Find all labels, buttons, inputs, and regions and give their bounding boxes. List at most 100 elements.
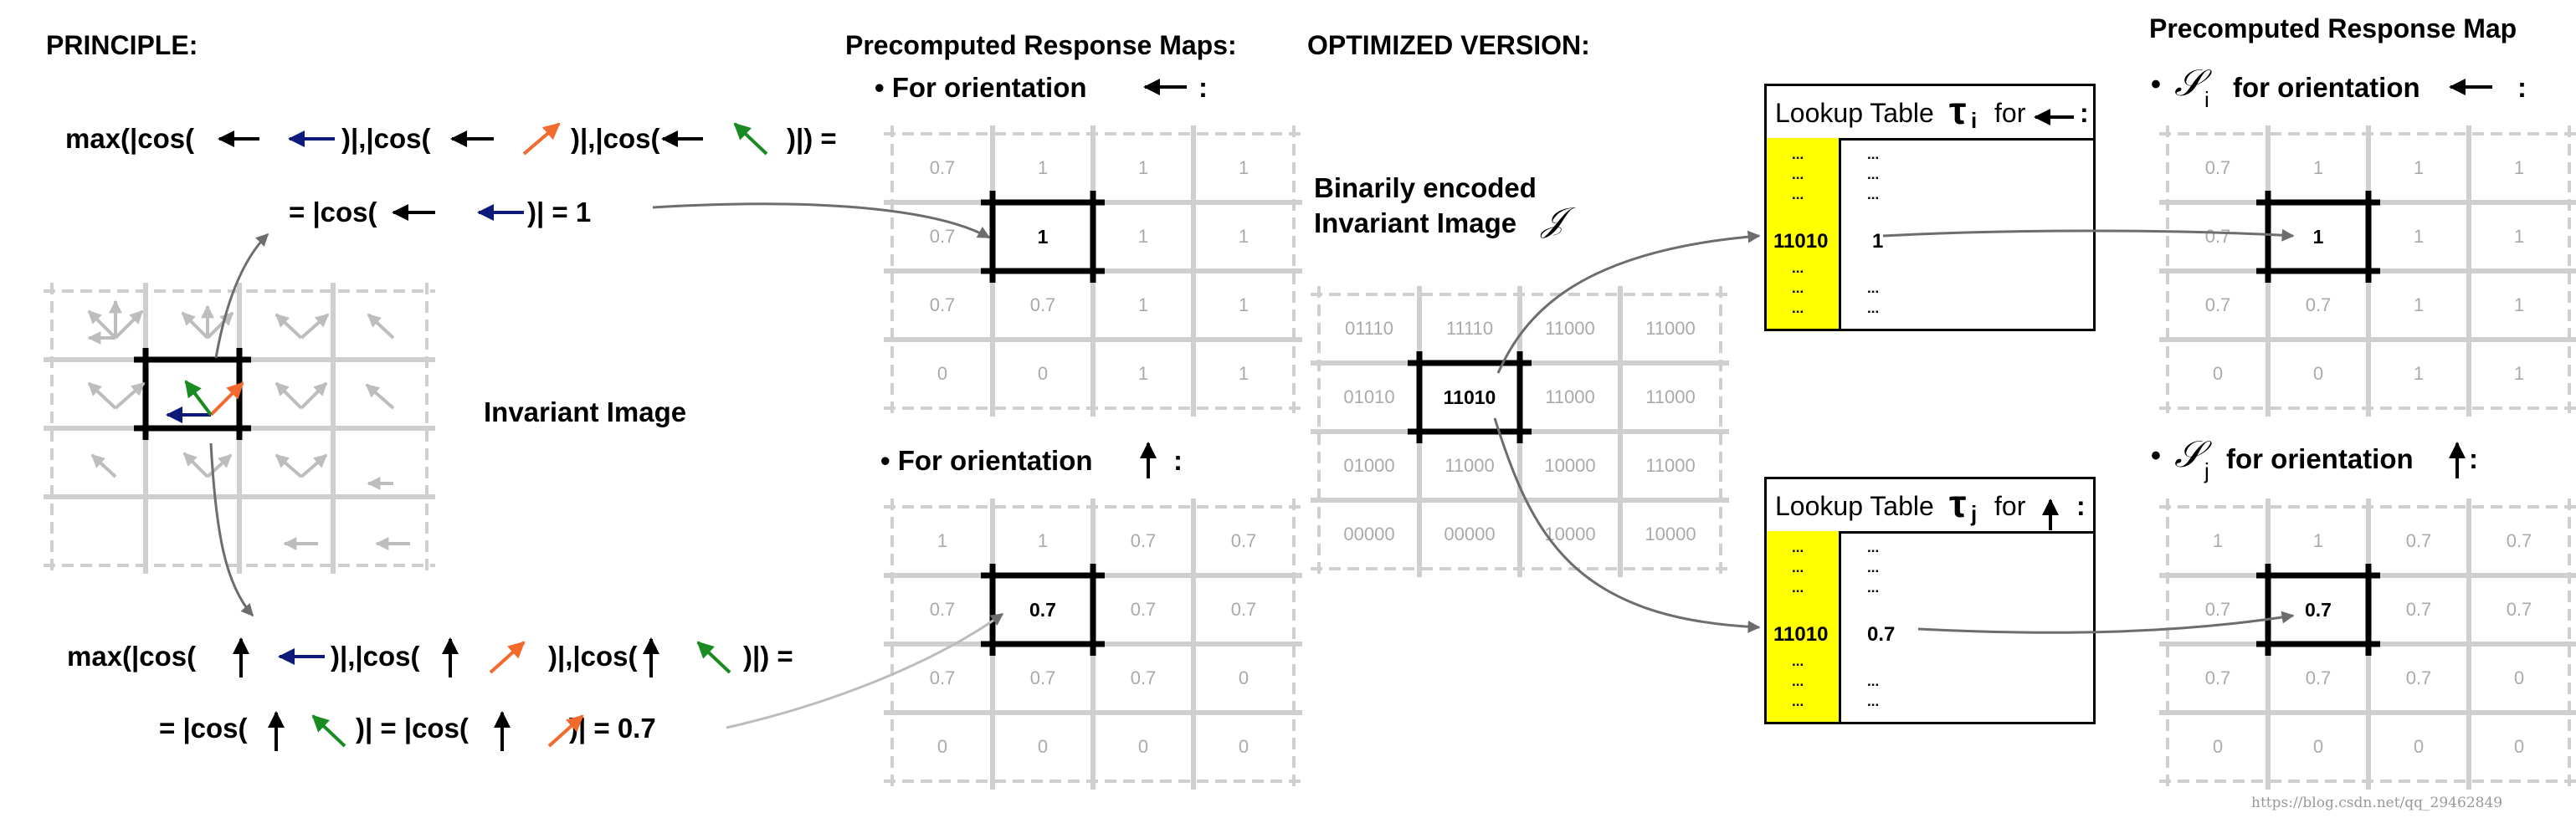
- response-map-left-cell: 0.7: [929, 157, 956, 178]
- response-map-up-cell: 1: [1037, 530, 1049, 551]
- response-map-left-cell: 0.7: [929, 294, 956, 315]
- encoded-image-grid-cell: 01110: [1345, 318, 1393, 339]
- response-map-sj-cell: 0.7: [2305, 598, 2332, 621]
- orient-up-label: • For orientation: [880, 445, 1093, 476]
- response-map-si-cell: 1: [2312, 225, 2324, 248]
- response-map-left-cell: 1: [1137, 363, 1149, 384]
- response-map-sj-cell: 0.7: [2405, 667, 2432, 688]
- response-map-sj-cell: 0: [2212, 736, 2224, 757]
- lookup-table-j-for: for: [1994, 491, 2026, 521]
- response-map-si-cell: 1: [2413, 226, 2425, 247]
- result2-prefix: = |cos(: [159, 713, 248, 744]
- lookup-table-j-keys: [1767, 531, 1841, 722]
- encoded-image-grid-cell: 11000: [1545, 386, 1595, 407]
- lut-i-val-dots: ...: [1867, 187, 1880, 202]
- watermark: https://blog.csdn.net/qq_29462849: [2251, 795, 2503, 811]
- green-diag-arrow: [311, 714, 346, 748]
- response-map-up-cell: 0.7: [929, 599, 956, 620]
- response-map-left-cell: 1: [1238, 157, 1250, 178]
- encoded-image-grid-cell: 11000: [1645, 386, 1696, 407]
- lut-j-key-dots: ...: [1792, 653, 1804, 669]
- lut-i-key-dots: ...: [1792, 300, 1804, 316]
- formula1-mid2: )|,|cos(: [571, 123, 660, 154]
- dash: -: [670, 642, 679, 672]
- response-map-si-cell: 0.7: [2305, 294, 2332, 315]
- encoded-image-grid-cell: 01000: [1343, 455, 1395, 476]
- response-map-si-cell: 1: [2513, 363, 2525, 384]
- dash: -: [467, 642, 476, 672]
- formula1-suffix: )|) =: [787, 123, 837, 154]
- tau-i-subscript: i: [1971, 108, 1978, 133]
- sj-symbol: 𝒮: [2174, 433, 2204, 476]
- lookup-table-j: Lookup Table τ j for : ... ... ... 11010…: [1764, 477, 2096, 724]
- lut-j-value: 0.7: [1867, 623, 1896, 646]
- response-map-si-lines: [2159, 125, 2576, 417]
- response-map-up-cell: 0.7: [1230, 599, 1257, 620]
- invariant-image-grid-lines: [44, 283, 435, 574]
- response-map-left-cell: 1: [1037, 157, 1049, 178]
- response-map-sj-cell: 0.7: [2204, 667, 2231, 688]
- dash: -: [253, 642, 262, 672]
- encoded-image-grid-lines: [1311, 286, 1729, 577]
- encoded-image-grid-highlight: [1416, 360, 1523, 435]
- lut-i-val-dots: ...: [1867, 280, 1880, 296]
- response-map-up-cell: 0: [936, 736, 948, 757]
- lookup-table-i-keys: [1767, 138, 1841, 329]
- encoded-line1: Binarily encoded: [1314, 172, 1537, 203]
- invariant-image-label: Invariant Image: [484, 396, 687, 427]
- dash: -: [713, 124, 722, 155]
- response-map-up-cell: 0.7: [1130, 599, 1157, 620]
- response-map-si-cell: 1: [2513, 226, 2525, 247]
- lut-j-val-dots: ...: [1867, 560, 1880, 575]
- formula1-mid1: )|,|cos(: [341, 123, 431, 154]
- response-map-left-cell: 1: [1137, 226, 1149, 247]
- si-colon: :: [2517, 72, 2527, 103]
- lookup-table-i-colon: :: [2080, 98, 2089, 128]
- response-map-sj-cell: 1: [2212, 530, 2224, 551]
- encoded-image-grid-cell: 11000: [1445, 455, 1495, 476]
- response-map-left-cell: 0: [1037, 363, 1049, 384]
- lut-i-key-dots: ...: [1792, 280, 1804, 296]
- result2-mid: )| = |cos(: [356, 713, 469, 744]
- result1-prefix: = |cos(: [289, 197, 377, 228]
- orient-left-label: • For orientation: [875, 72, 1087, 103]
- invariant-gradient-arrows: [87, 299, 410, 550]
- encoded-image-grid-cell: 00000: [1444, 524, 1496, 544]
- response-map-si-cell: 1: [2413, 363, 2425, 384]
- response-map-sj-cell: 0.7: [2506, 530, 2532, 551]
- response-map-up-cell: 0: [1238, 667, 1250, 688]
- orange-diag-arrow: [489, 641, 526, 674]
- formula2-prefix: max(|cos(: [67, 641, 197, 672]
- sj-subscript: j: [2204, 458, 2209, 483]
- response-map-si-cell: 0: [2312, 363, 2324, 384]
- tau-j-symbol: τ: [1949, 482, 1967, 525]
- lut-j-key-dots: ...: [1792, 693, 1804, 709]
- encoded-image-grid-cell: 01010: [1343, 386, 1395, 407]
- response-map-up-cell: 0.7: [1230, 530, 1257, 551]
- response-map-left-cell: 0: [936, 363, 948, 384]
- encoded-image-grid-cell: 10000: [1544, 524, 1596, 544]
- response-map-up-cell: 0: [1037, 736, 1049, 757]
- response-map-sj-highlight: [2265, 572, 2372, 647]
- encoded-image-grid-cell: 10000: [1645, 524, 1696, 544]
- lut-i-key: 11010: [1773, 230, 1829, 253]
- lut-i-key-dots: ...: [1792, 146, 1804, 162]
- sj-colon: :: [2469, 443, 2478, 474]
- lookup-table-j-header: Lookup Table τ j for :: [1767, 479, 2093, 534]
- principle-title: PRINCIPLE:: [46, 30, 198, 60]
- response-map-sj-cell: 0: [2413, 736, 2425, 757]
- formula2-suffix: )|) =: [743, 641, 793, 672]
- lut-i-key-dots: ...: [1792, 166, 1804, 182]
- sj-bullet: •: [2151, 440, 2161, 472]
- encoded-image-grid-cell: 00000: [1343, 524, 1395, 544]
- formula2-mid1: )|,|cos(: [331, 641, 420, 672]
- response-map-left-highlight: [989, 199, 1096, 274]
- lut-j-key: 11010: [1773, 623, 1829, 646]
- response-map-up-cell: 1: [936, 530, 948, 551]
- orange-diag-arrow: [547, 714, 584, 748]
- lut-i-val-dots: ...: [1867, 300, 1880, 316]
- formula2-mid2: )|,|cos(: [548, 641, 638, 672]
- response-map-up-cell: 0: [1137, 736, 1149, 757]
- lut-j-val-dots: ...: [1867, 580, 1880, 596]
